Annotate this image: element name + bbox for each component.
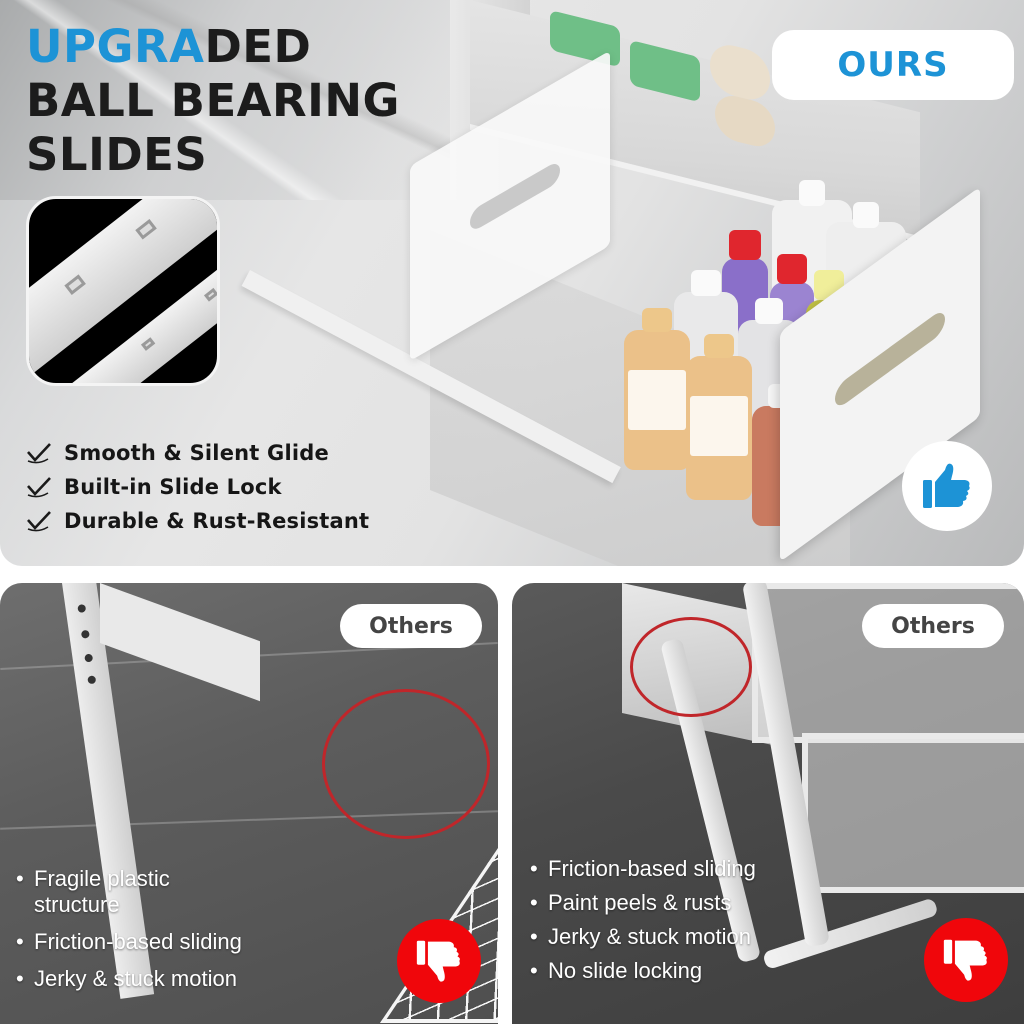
- rolled-towel: [715, 91, 775, 152]
- feature-item: Durable & Rust-Resistant: [26, 504, 369, 538]
- headline: UPGRADED BALL BEARING SLIDES: [26, 20, 400, 181]
- others-badge: Others: [340, 604, 482, 648]
- ball-bearing-slide-closeup: [26, 196, 220, 386]
- thumbs-down-badge: [397, 919, 481, 1003]
- thumbs-up-icon: [923, 463, 970, 508]
- thumbs-up-badge: [902, 441, 992, 531]
- rolled-towel: [710, 39, 770, 105]
- con-item: Friction-based sliding: [16, 929, 242, 955]
- drawer-handle: [835, 307, 945, 412]
- cons-list-right: Friction-based sliding Paint peels & rus…: [530, 856, 756, 992]
- feature-list: Smooth & Silent Glide Built-in Slide Loc…: [26, 436, 369, 538]
- ours-comparison-panel: UPGRADED BALL BEARING SLIDES Smooth & Si…: [0, 0, 1024, 566]
- thumbs-down-icon: [943, 939, 987, 981]
- con-item: Jerky & stuck motion: [16, 966, 242, 992]
- others-badge: Others: [862, 604, 1004, 648]
- marble-background: [0, 0, 460, 200]
- checkmark-icon: [27, 477, 51, 498]
- thumbs-down-icon: [416, 940, 460, 982]
- checkmark-icon: [27, 443, 51, 464]
- con-item: No slide locking: [530, 958, 756, 984]
- con-item: Jerky & stuck motion: [530, 924, 756, 950]
- green-container: [630, 39, 700, 103]
- con-item: Paint peels & rusts: [530, 890, 756, 916]
- divider-handle-slot: [470, 159, 560, 234]
- con-item: Friction-based sliding: [530, 856, 756, 882]
- feature-item: Built-in Slide Lock: [26, 470, 369, 504]
- feature-item: Smooth & Silent Glide: [26, 436, 369, 470]
- amber-bottle: [624, 308, 690, 470]
- defect-highlight-circle: [630, 617, 752, 717]
- checkmark-icon: [27, 511, 51, 532]
- headline-highlight: UPGRA: [26, 20, 205, 73]
- upper-wire-basket: [100, 583, 260, 702]
- defect-highlight-circle: [322, 689, 490, 839]
- ours-badge: OURS: [772, 30, 1014, 100]
- thumbs-down-badge: [924, 918, 1008, 1002]
- amber-bottle: [686, 334, 752, 500]
